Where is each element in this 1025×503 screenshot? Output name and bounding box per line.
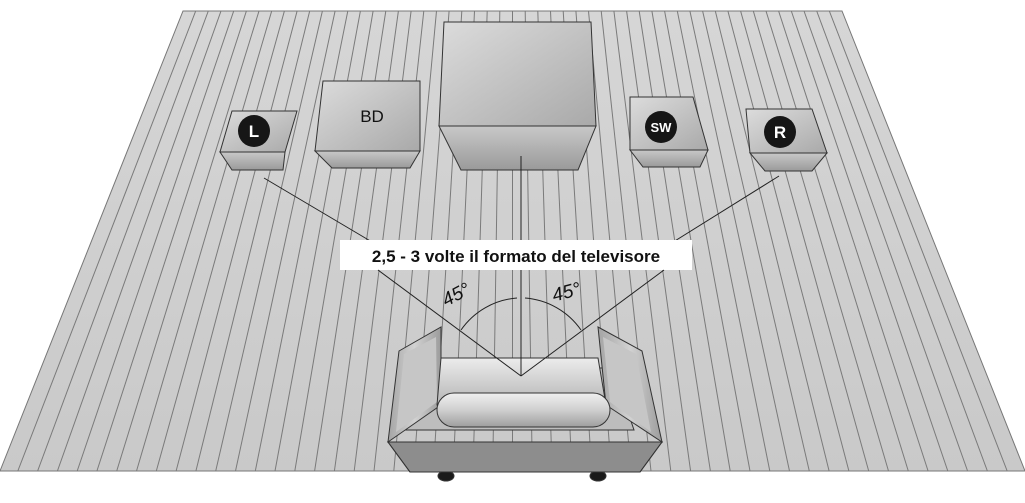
floor-plank-line: [714, 11, 830, 471]
floor-plank-line: [803, 11, 969, 471]
right-speaker-letter: R: [774, 123, 786, 142]
right-speaker-badge: [764, 116, 796, 148]
floor-plank-line: [676, 11, 771, 471]
chair-cushion-roll: [436, 392, 611, 428]
floor-plank-line: [175, 11, 298, 471]
floor-plank-line: [76, 11, 235, 471]
listening-lines-upper: [263, 156, 780, 245]
floor-plank-line: [37, 11, 209, 471]
floor-plank-line: [116, 11, 260, 471]
distance-label-group: 2,5 - 3 volte il formato del televisore: [340, 240, 692, 270]
right-speaker: R: [745, 108, 829, 172]
angle-arcs: [460, 297, 582, 331]
floor-plank-line: [778, 11, 929, 471]
floor-plank-line: [816, 11, 988, 471]
floor-plank-line: [96, 11, 247, 471]
bd-player: BD: [313, 80, 421, 169]
floor-plank-line: [752, 11, 889, 471]
floor-plank-line: [727, 11, 850, 471]
floor-plank-line: [740, 11, 870, 471]
floor-plank-line: [828, 11, 1008, 471]
floor-plank-line: [136, 11, 273, 471]
floor-plank-line: [17, 11, 197, 471]
armchair: [387, 326, 663, 482]
floor-plank-line: [56, 11, 222, 471]
floor-plank-line: [235, 11, 336, 471]
floor-plank-line: [765, 11, 909, 471]
left-speaker-letter: L: [249, 122, 259, 141]
floor-plank-line: [702, 11, 810, 471]
television: [438, 21, 597, 171]
floor-plank-line: [215, 11, 323, 471]
left-speaker-badge: [238, 115, 270, 147]
bd-player-label: BD: [360, 107, 384, 126]
floor-plank-line: [155, 11, 285, 471]
distance-label: 2,5 - 3 volte il formato del televisore: [372, 247, 660, 266]
floor-plank-line: [664, 11, 751, 471]
subwoofer-letter: SW: [651, 120, 673, 135]
floor-plank-line: [689, 11, 790, 471]
left-speaker: L: [219, 110, 298, 171]
listening-lines-lower: [377, 269, 665, 377]
subwoofer-badge: [645, 111, 677, 143]
floor-plank-line: [790, 11, 949, 471]
floor-plank-line: [195, 11, 311, 471]
subwoofer: SW: [628, 96, 709, 168]
